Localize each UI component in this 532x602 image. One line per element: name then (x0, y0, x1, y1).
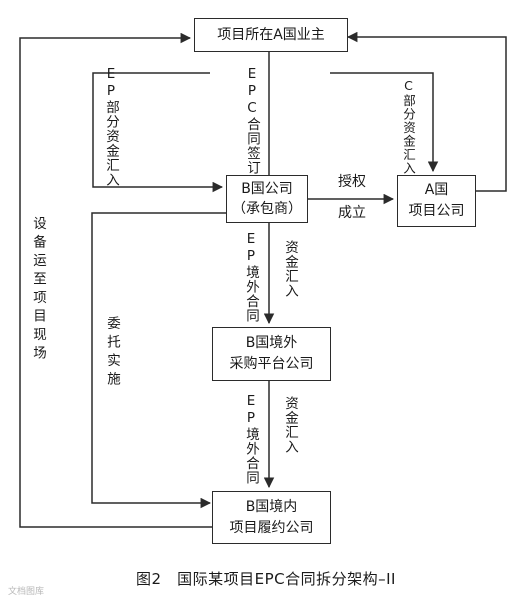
ep-overseas-contract-label-1: EP境外合同 (243, 231, 259, 323)
figure-caption: 图2 国际某项目EPC合同拆分架构–II (136, 570, 396, 588)
domestic-company-sub-label: 项目履约公司 (229, 519, 314, 536)
entrust-arrow (91, 212, 226, 509)
b-company-box: B国公司 （承包商） (226, 175, 308, 223)
b-company-label: B国公司 (241, 181, 293, 197)
equipment-label: 设备运至项目现场 (30, 216, 46, 364)
entrust-label: 委托实施 (104, 316, 120, 390)
owner-label: 项目所在A国业主 (217, 26, 325, 43)
c-funds-arrow (330, 72, 439, 173)
a-company-label: A国 (424, 182, 449, 198)
equipment-arrow (19, 32, 212, 528)
overseas-platform-label: B国境外 (245, 335, 298, 351)
overseas-platform-box: B国境外 采购平台公司 (212, 327, 331, 381)
establish-label: 成立 (338, 205, 366, 221)
ep-overseas-contract-label-2: EP境外合同 (243, 393, 259, 485)
ep-funds-label: EP部分资金汇入 (103, 66, 119, 187)
funds-in-label-1: 资金汇入 (282, 240, 298, 298)
overseas-platform-sub-label: 采购平台公司 (229, 356, 314, 372)
a-company-box: A国 项目公司 (397, 175, 476, 227)
c-funds-label: C部分资金汇入 (401, 78, 416, 175)
b-company-role-label: （承包商） (232, 201, 302, 217)
authorize-label: 授权 (338, 174, 366, 190)
a-company-sub-label: 项目公司 (408, 203, 465, 219)
funds-in-label-2: 资金汇入 (282, 396, 298, 454)
domestic-company-box: B国境内 项目履约公司 (212, 491, 331, 544)
owner-box: 项目所在A国业主 (194, 18, 348, 52)
ep-funds-arrow (92, 72, 224, 193)
a-company-to-owner-arrow (346, 31, 507, 192)
watermark: 文档图库 (8, 587, 45, 597)
domestic-company-label: B国境内 (245, 498, 298, 515)
epc-contract-label: EPC合同签订 (244, 66, 260, 175)
